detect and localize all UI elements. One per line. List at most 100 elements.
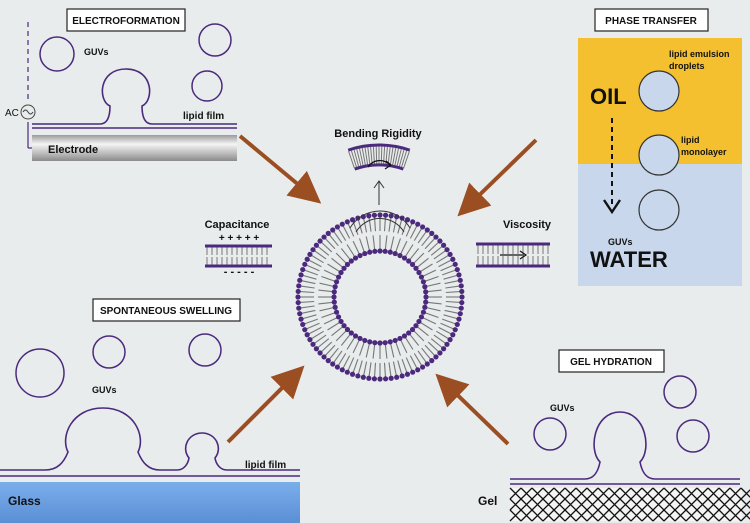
outer-lipid-tail: [445, 290, 462, 294]
outer-lipid-head: [366, 375, 372, 381]
outer-lipid-tail: [444, 279, 461, 285]
capacitance-membrane-patch: [205, 244, 272, 268]
outer-lipid-head: [297, 311, 303, 317]
gel-mesh-cell: [718, 509, 731, 522]
outer-lipid-head: [334, 224, 340, 230]
outer-lipid-head: [452, 327, 458, 333]
outer-lipid-tail: [445, 285, 462, 289]
inner-lipid-head: [348, 258, 354, 264]
inner-lipid-tail: [394, 340, 401, 356]
inner-lipid-tail: [418, 321, 433, 331]
outer-lipid-tail: [433, 249, 448, 260]
outer-lipid-tail: [306, 258, 322, 268]
bending-rigidity-group: Bending Rigidity: [334, 128, 423, 205]
inner-lipid-head: [423, 289, 429, 295]
gel-mesh-cell: [531, 487, 544, 500]
inner-lipid-tail: [384, 235, 388, 252]
emulsion-droplet: [638, 70, 680, 112]
electroformation-guv: [198, 23, 232, 57]
gel-mesh-cell: [509, 498, 522, 511]
gel-mesh-cell: [718, 487, 731, 500]
outer-lipid-tail: [304, 263, 320, 272]
outer-lipid-head: [307, 337, 313, 343]
inner-lipid-tail: [421, 269, 437, 278]
electrode-label: Electrode: [48, 144, 98, 156]
outer-lipid-tail: [421, 233, 433, 247]
inner-lipid-tail: [372, 342, 376, 359]
outer-lipid-tail: [388, 362, 392, 379]
process-arrows: [226, 134, 538, 446]
capacitance-group: Capacitance + + + + + - - - - -: [205, 219, 272, 278]
inner-lipid-tail: [424, 306, 441, 312]
inner-lipid-tail: [323, 316, 339, 325]
outer-lipid-tail: [436, 330, 451, 341]
inner-lipid-tail: [327, 321, 342, 331]
outer-lipid-tail: [306, 326, 322, 336]
outer-lipid-head: [456, 316, 462, 322]
outer-lipid-head: [457, 311, 463, 317]
outer-lipid-tail: [417, 350, 428, 365]
gel-mesh-cell: [520, 487, 533, 500]
inner-lipid-tail: [412, 329, 425, 342]
spontaneous-swelling-panel: SPONTANEOUS SWELLING Glass lipid film GU…: [0, 298, 300, 523]
inner-lipid-tail: [352, 338, 361, 354]
gel-mesh-cell: [707, 509, 720, 522]
inner-lipid-head: [333, 279, 340, 285]
outer-lipid-head: [298, 272, 304, 278]
glass-substrate: [0, 482, 300, 523]
inner-lipid-tail: [327, 263, 342, 273]
inner-lipid-head: [418, 314, 425, 320]
inner-lipid-head: [406, 258, 412, 264]
lipid-tail: [367, 146, 371, 165]
lipid-tail: [350, 150, 358, 168]
ac-label: AC: [5, 108, 19, 119]
outer-lipid-head: [456, 272, 462, 278]
phase-guvs-label: GUVs: [608, 237, 633, 247]
outer-lipid-head: [450, 256, 456, 262]
outer-lipid-head: [459, 299, 465, 306]
outer-lipid-tail: [438, 258, 454, 268]
outer-lipid-head: [344, 369, 350, 375]
lipid-tail: [394, 147, 400, 166]
outer-lipid-tail: [433, 334, 448, 345]
outer-lipid-head: [349, 371, 356, 377]
gel-mesh-cell: [542, 487, 555, 500]
outer-lipid-tail: [346, 221, 355, 237]
capacitance-minus-signs: - - - - -: [224, 266, 255, 278]
viscosity-flow-arrow-head: [519, 250, 528, 260]
ac-source-icon: [20, 104, 36, 120]
swelling-film-label: lipid film: [245, 460, 286, 471]
outer-lipid-head: [355, 373, 361, 379]
outer-lipid-head: [441, 346, 447, 352]
outer-lipid-tail: [388, 215, 392, 232]
gel-mesh-cell: [641, 487, 654, 500]
outer-lipid-head: [420, 224, 426, 230]
outer-lipid-head: [295, 299, 301, 306]
bending-highlight-inner: [355, 217, 405, 233]
oil-label: OIL: [590, 84, 627, 109]
gel-mesh-cell: [564, 487, 577, 500]
inner-lipid-tail: [389, 236, 395, 253]
gel-mesh-cell: [652, 487, 665, 500]
outer-lipid-head: [325, 358, 331, 364]
inner-lipid-head: [348, 330, 354, 336]
outer-lipid-tail: [442, 318, 458, 325]
outer-lipid-tail: [323, 236, 336, 250]
outer-lipid-head: [410, 369, 416, 375]
gel-mesh-cell: [553, 498, 566, 511]
gel-mesh-cell: [586, 487, 599, 500]
gel-mesh-cell: [619, 498, 632, 511]
inner-lipid-tail: [323, 269, 339, 278]
gel-mesh-cell: [685, 487, 698, 500]
inner-lipid-head: [331, 299, 337, 305]
outer-lipid-head: [444, 341, 450, 347]
outer-lipid-tail: [409, 355, 419, 371]
inner-lipid-head: [401, 255, 408, 261]
outer-lipid-head: [447, 337, 453, 343]
inner-lipid-head: [344, 326, 351, 333]
outer-lipid-head: [404, 217, 411, 223]
outer-lipid-tail: [319, 341, 333, 354]
inner-lipid-tail: [384, 342, 388, 359]
outer-lipid-tail: [316, 338, 330, 350]
lipid-tail: [392, 147, 397, 166]
